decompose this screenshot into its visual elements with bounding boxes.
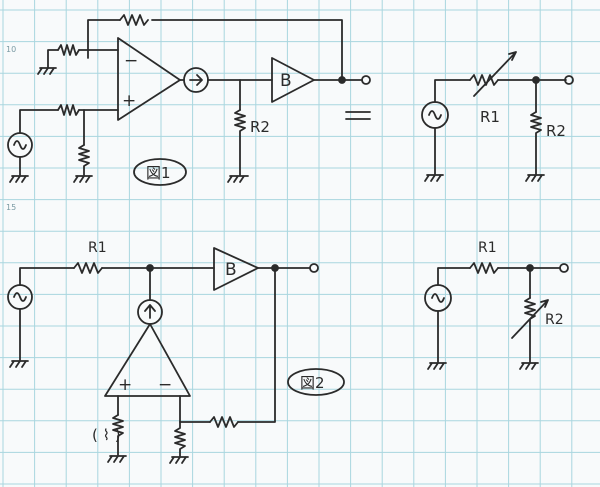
fig1-r2-resistor xyxy=(234,109,246,176)
fig1-feedback-resistor xyxy=(119,14,149,26)
figure1-equivalent-circuit xyxy=(421,51,574,182)
fig2-r1-label: R1 xyxy=(88,240,107,256)
fig1eq-ground-2 xyxy=(525,174,545,182)
fig1-label-oval xyxy=(133,158,187,186)
fig2-ac-wave xyxy=(13,292,27,302)
fig1-output-terminal xyxy=(361,75,371,85)
fig2-optional-resistor xyxy=(112,414,124,456)
fig2-ground-2 xyxy=(107,455,127,463)
fig2-label-oval xyxy=(287,368,345,396)
fig2-feedback-wire xyxy=(237,267,276,423)
fig2eq-output-terminal xyxy=(559,263,569,273)
fig1eq-r1-variable-arrow xyxy=(473,51,517,97)
figure2-equivalent-circuit xyxy=(424,262,569,370)
fig2-output-terminal xyxy=(309,263,319,273)
figure2-circuit xyxy=(7,247,319,464)
fig1-opamp-plus: + xyxy=(122,91,136,111)
fig1eq-r1-label: R1 xyxy=(480,108,500,126)
fig1-r2-label: R2 xyxy=(250,118,270,136)
fig2-label: 図2 xyxy=(300,374,325,392)
fig2-shunt-resistor xyxy=(174,421,186,457)
fig1-feedback-wire-right xyxy=(151,19,343,81)
fig1-ground-2 xyxy=(73,175,93,183)
fig2eq-ground-2 xyxy=(519,362,539,370)
figure1-circuit xyxy=(7,14,371,183)
fig1-ground-4 xyxy=(227,175,249,183)
fig1eq-ac-wave xyxy=(428,110,442,120)
fig1eq-r2-label: R2 xyxy=(546,122,566,140)
fig1-ground-1 xyxy=(37,67,57,75)
margin-number-15: 15 xyxy=(6,203,16,212)
fig1-ground-resistor-lead xyxy=(47,49,59,69)
fig1-output-node xyxy=(338,76,346,84)
fig2eq-ac-wave xyxy=(431,293,445,303)
fig1eq-output-terminal xyxy=(564,75,574,85)
fig1-plus-shunt-resistor xyxy=(78,144,90,176)
fig1-ac-source-wave xyxy=(13,140,27,150)
fig1-ground-3 xyxy=(9,175,29,183)
fig2eq-r1-resistor xyxy=(469,262,499,274)
fig1-buffer-label: B xyxy=(280,71,292,91)
fig2-feedback-resistor xyxy=(209,416,239,428)
fig1-buffer xyxy=(271,57,315,103)
fig1eq-r2-resistor xyxy=(530,111,542,175)
fig2eq-ground-1 xyxy=(427,362,447,370)
fig2-opamp-plus: + xyxy=(118,375,132,395)
fig1-plus-resistor xyxy=(57,104,80,116)
fig2-buffer xyxy=(213,247,259,291)
fig2-ground-3 xyxy=(169,456,189,464)
fig2-buffer-label: B xyxy=(225,260,237,280)
fig1-current-arrow xyxy=(189,74,203,86)
fig1-opamp xyxy=(117,37,181,121)
fig2-r1-resistor xyxy=(73,262,103,274)
fig1-minus-resistor xyxy=(57,44,80,56)
fig1-feedback-wire-left xyxy=(87,19,121,59)
fig2eq-r1-label: R1 xyxy=(478,240,497,256)
fig2eq-r2-variable-arrow xyxy=(511,299,549,339)
fig1eq-ground-1 xyxy=(424,174,444,182)
fig2eq-r2-label: R2 xyxy=(545,312,564,328)
fig2-ground-1 xyxy=(9,360,29,368)
fig2-opamp-minus: − xyxy=(158,375,172,395)
fig1-source-wire xyxy=(19,109,59,134)
fig2-optional-resistor-label: ( ⌇ ) xyxy=(92,426,121,444)
fig2-current-arrow xyxy=(144,304,156,319)
margin-number-10: 10 xyxy=(6,45,16,54)
fig1-label: 図1 xyxy=(146,164,171,182)
fig2-opamp xyxy=(104,323,191,397)
fig1eq-r1-resistor xyxy=(469,74,499,86)
fig1-opamp-minus: − xyxy=(124,51,138,71)
fig1-equivalent-sign xyxy=(345,111,371,120)
